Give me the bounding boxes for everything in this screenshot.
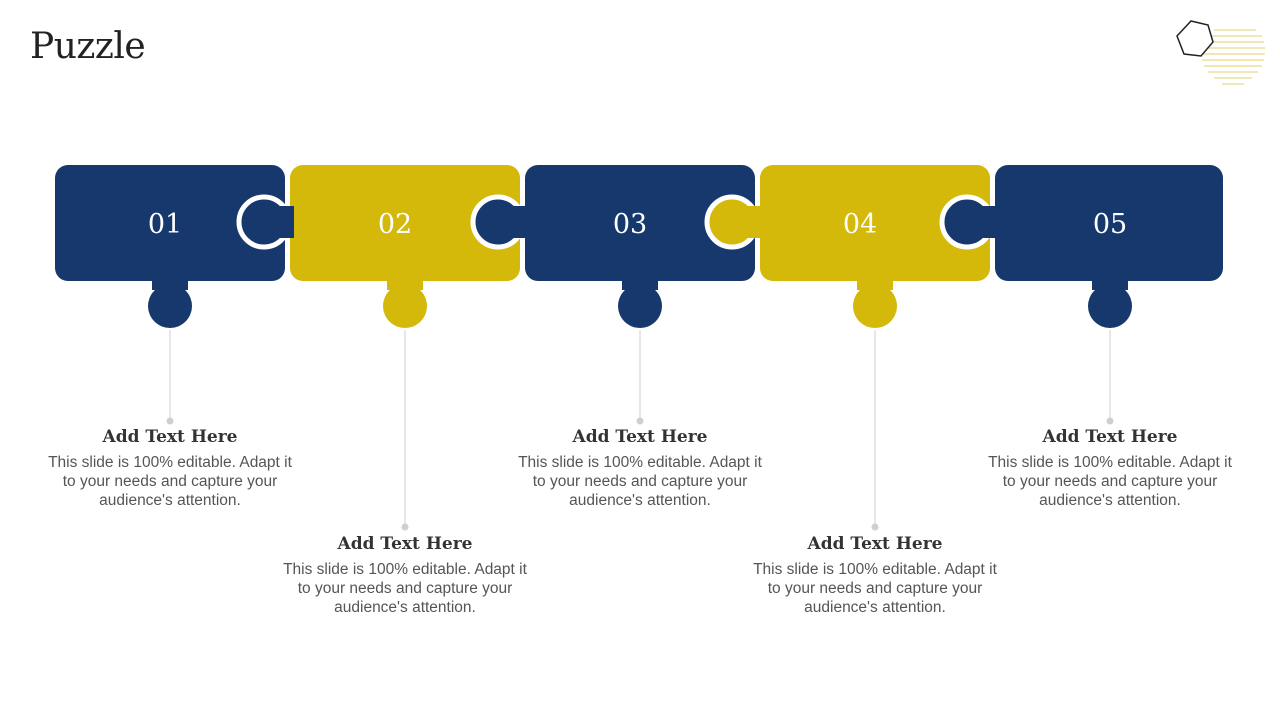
text-block-body: This slide is 100% editable. Adapt it to… xyxy=(988,454,1232,509)
puzzle-piece-3 xyxy=(525,165,755,328)
piece-number-1: 01 xyxy=(148,209,182,240)
text-block-body: This slide is 100% editable. Adapt it to… xyxy=(518,454,762,509)
text-block-4: Add Text Here This slide is 100% editabl… xyxy=(745,534,1005,617)
puzzle-knob-4-5 xyxy=(939,194,997,250)
text-block-body: This slide is 100% editable. Adapt it to… xyxy=(283,561,527,616)
connector-line-4 xyxy=(871,330,879,531)
text-block-heading: Add Text Here xyxy=(807,534,943,554)
text-block-2: Add Text Here This slide is 100% editabl… xyxy=(275,534,535,617)
text-block-1: Add Text Here This slide is 100% editabl… xyxy=(40,427,300,510)
decorative-hexagon-icon xyxy=(1176,20,1265,85)
puzzle-knob-3-4 xyxy=(704,194,762,250)
text-block-heading: Add Text Here xyxy=(572,427,708,447)
puzzle-piece-2 xyxy=(290,165,520,328)
puzzle-piece-1 xyxy=(55,165,285,328)
text-block-3: Add Text Here This slide is 100% editabl… xyxy=(510,427,770,510)
text-block-heading: Add Text Here xyxy=(102,427,238,447)
slide-title: Puzzle xyxy=(30,26,146,67)
text-block-body: This slide is 100% editable. Adapt it to… xyxy=(48,454,292,509)
connector-line-1 xyxy=(166,330,174,425)
connector-line-5 xyxy=(1106,330,1114,425)
connector-line-3 xyxy=(636,330,644,425)
connector-line-2 xyxy=(401,330,409,531)
puzzle-piece-4 xyxy=(760,165,990,328)
text-block-heading: Add Text Here xyxy=(337,534,473,554)
text-block-5: Add Text Here This slide is 100% editabl… xyxy=(980,427,1240,510)
puzzle-piece-5 xyxy=(995,165,1223,328)
piece-number-3: 03 xyxy=(613,209,647,240)
puzzle-knob-1-2 xyxy=(236,194,294,250)
piece-number-4: 04 xyxy=(843,209,877,240)
piece-number-2: 02 xyxy=(378,209,412,240)
text-block-body: This slide is 100% editable. Adapt it to… xyxy=(753,561,997,616)
text-block-heading: Add Text Here xyxy=(1042,427,1178,447)
puzzle-knob-2-3 xyxy=(470,194,528,250)
piece-number-5: 05 xyxy=(1093,209,1127,240)
